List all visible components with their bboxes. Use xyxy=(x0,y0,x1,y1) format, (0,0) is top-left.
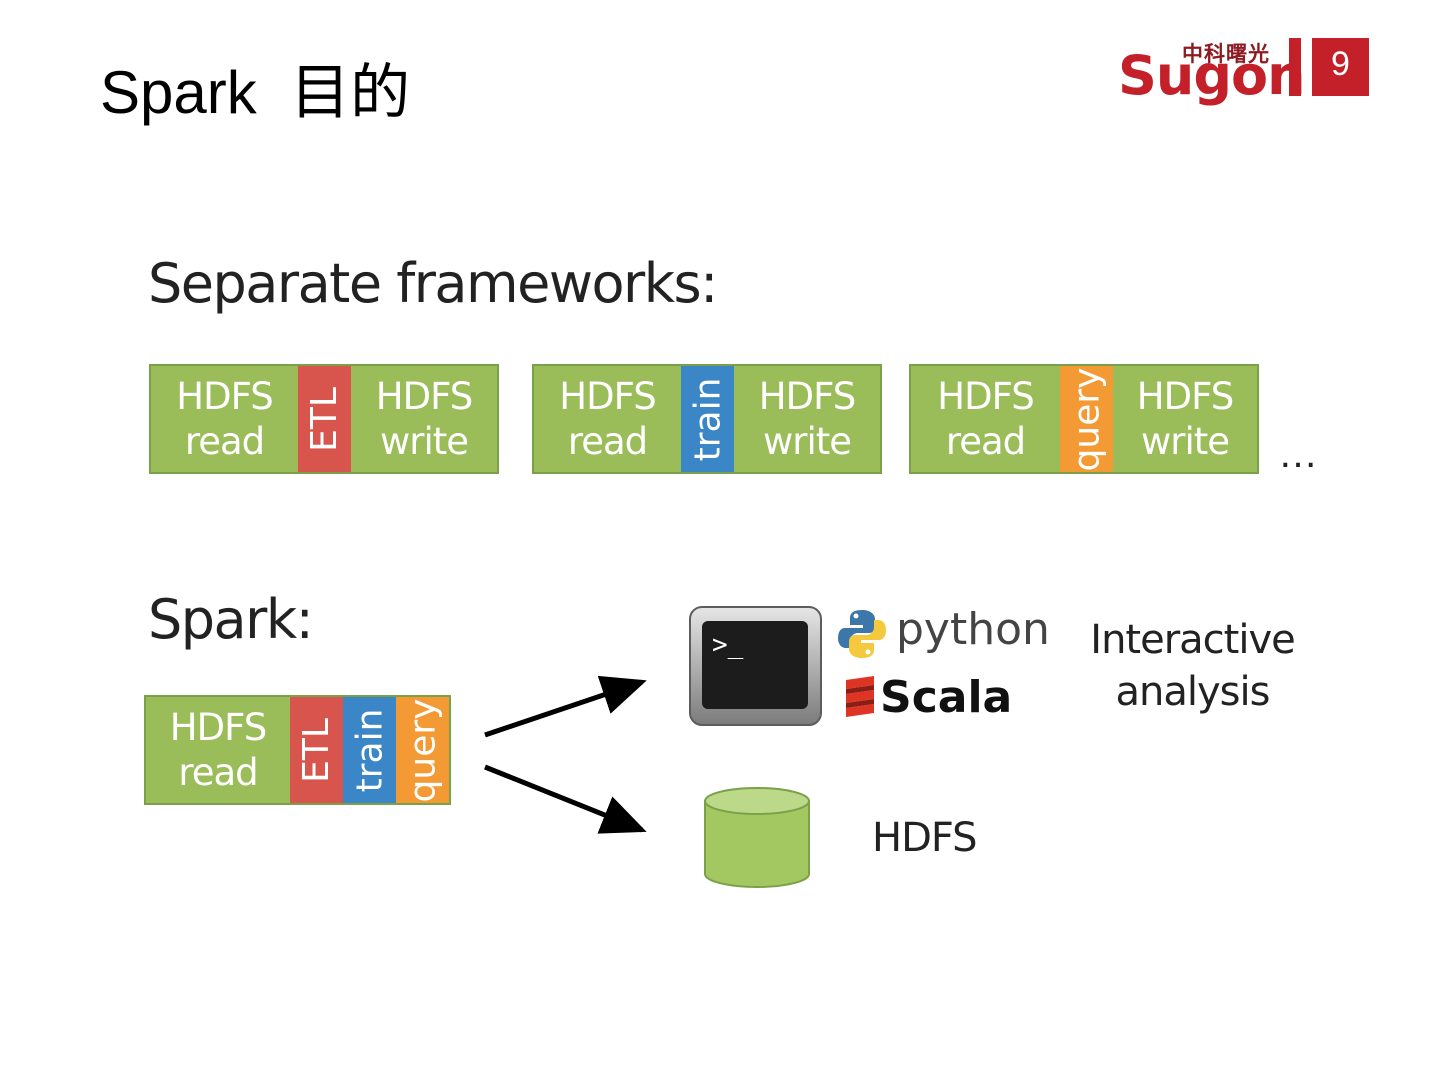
page-number: 9 xyxy=(1312,38,1369,96)
hdfs-read-block: HDFS read xyxy=(151,366,298,472)
hdfs-read-block: HDFS read xyxy=(534,366,681,472)
fanout-arrows xyxy=(484,675,647,834)
svg-text:>_: >_ xyxy=(712,630,744,660)
hdfs-read-block: HDFS read xyxy=(146,697,290,803)
scala-icon xyxy=(846,676,874,717)
more-ellipsis: … xyxy=(1278,432,1322,476)
etl-step: ETL xyxy=(298,366,351,472)
hdfs-write-block: HDFS write xyxy=(734,366,880,472)
slide-title: Spark 目的 xyxy=(100,59,411,126)
arrow-to-hdfs xyxy=(484,764,647,834)
separate-frameworks-heading: Separate frameworks: xyxy=(148,252,718,315)
terminal-icon: >_ xyxy=(689,606,822,726)
arrow-to-interactive xyxy=(484,675,647,738)
brand-chinese-name: 中科曙光 xyxy=(1182,42,1270,66)
etl-step: ETL xyxy=(290,697,343,803)
query-step: query xyxy=(1060,366,1113,472)
brand-logo: Sugon xyxy=(1118,44,1306,107)
train-step: train xyxy=(681,366,734,472)
pipeline-train: HDFS read train HDFS write xyxy=(532,364,882,474)
hdfs-read-block: HDFS read xyxy=(911,366,1060,472)
python-label: python xyxy=(896,604,1050,655)
brand-divider xyxy=(1289,38,1301,96)
interactive-analysis-label: Interactive analysis xyxy=(1090,617,1295,715)
spark-pipeline: HDFS read ETL train query xyxy=(144,695,451,805)
python-icon xyxy=(838,610,886,658)
query-step: query xyxy=(396,697,449,803)
pipeline-etl: HDFS read ETL HDFS write xyxy=(149,364,499,474)
hdfs-label: HDFS xyxy=(872,815,978,861)
hdfs-write-block: HDFS write xyxy=(351,366,497,472)
scala-label: Scala xyxy=(880,672,1013,723)
hdfs-storage-icon xyxy=(704,787,810,888)
pipeline-query: HDFS read query HDFS write xyxy=(909,364,1259,474)
hdfs-write-block: HDFS write xyxy=(1113,366,1257,472)
train-step: train xyxy=(343,697,396,803)
spark-heading: Spark: xyxy=(148,588,314,651)
